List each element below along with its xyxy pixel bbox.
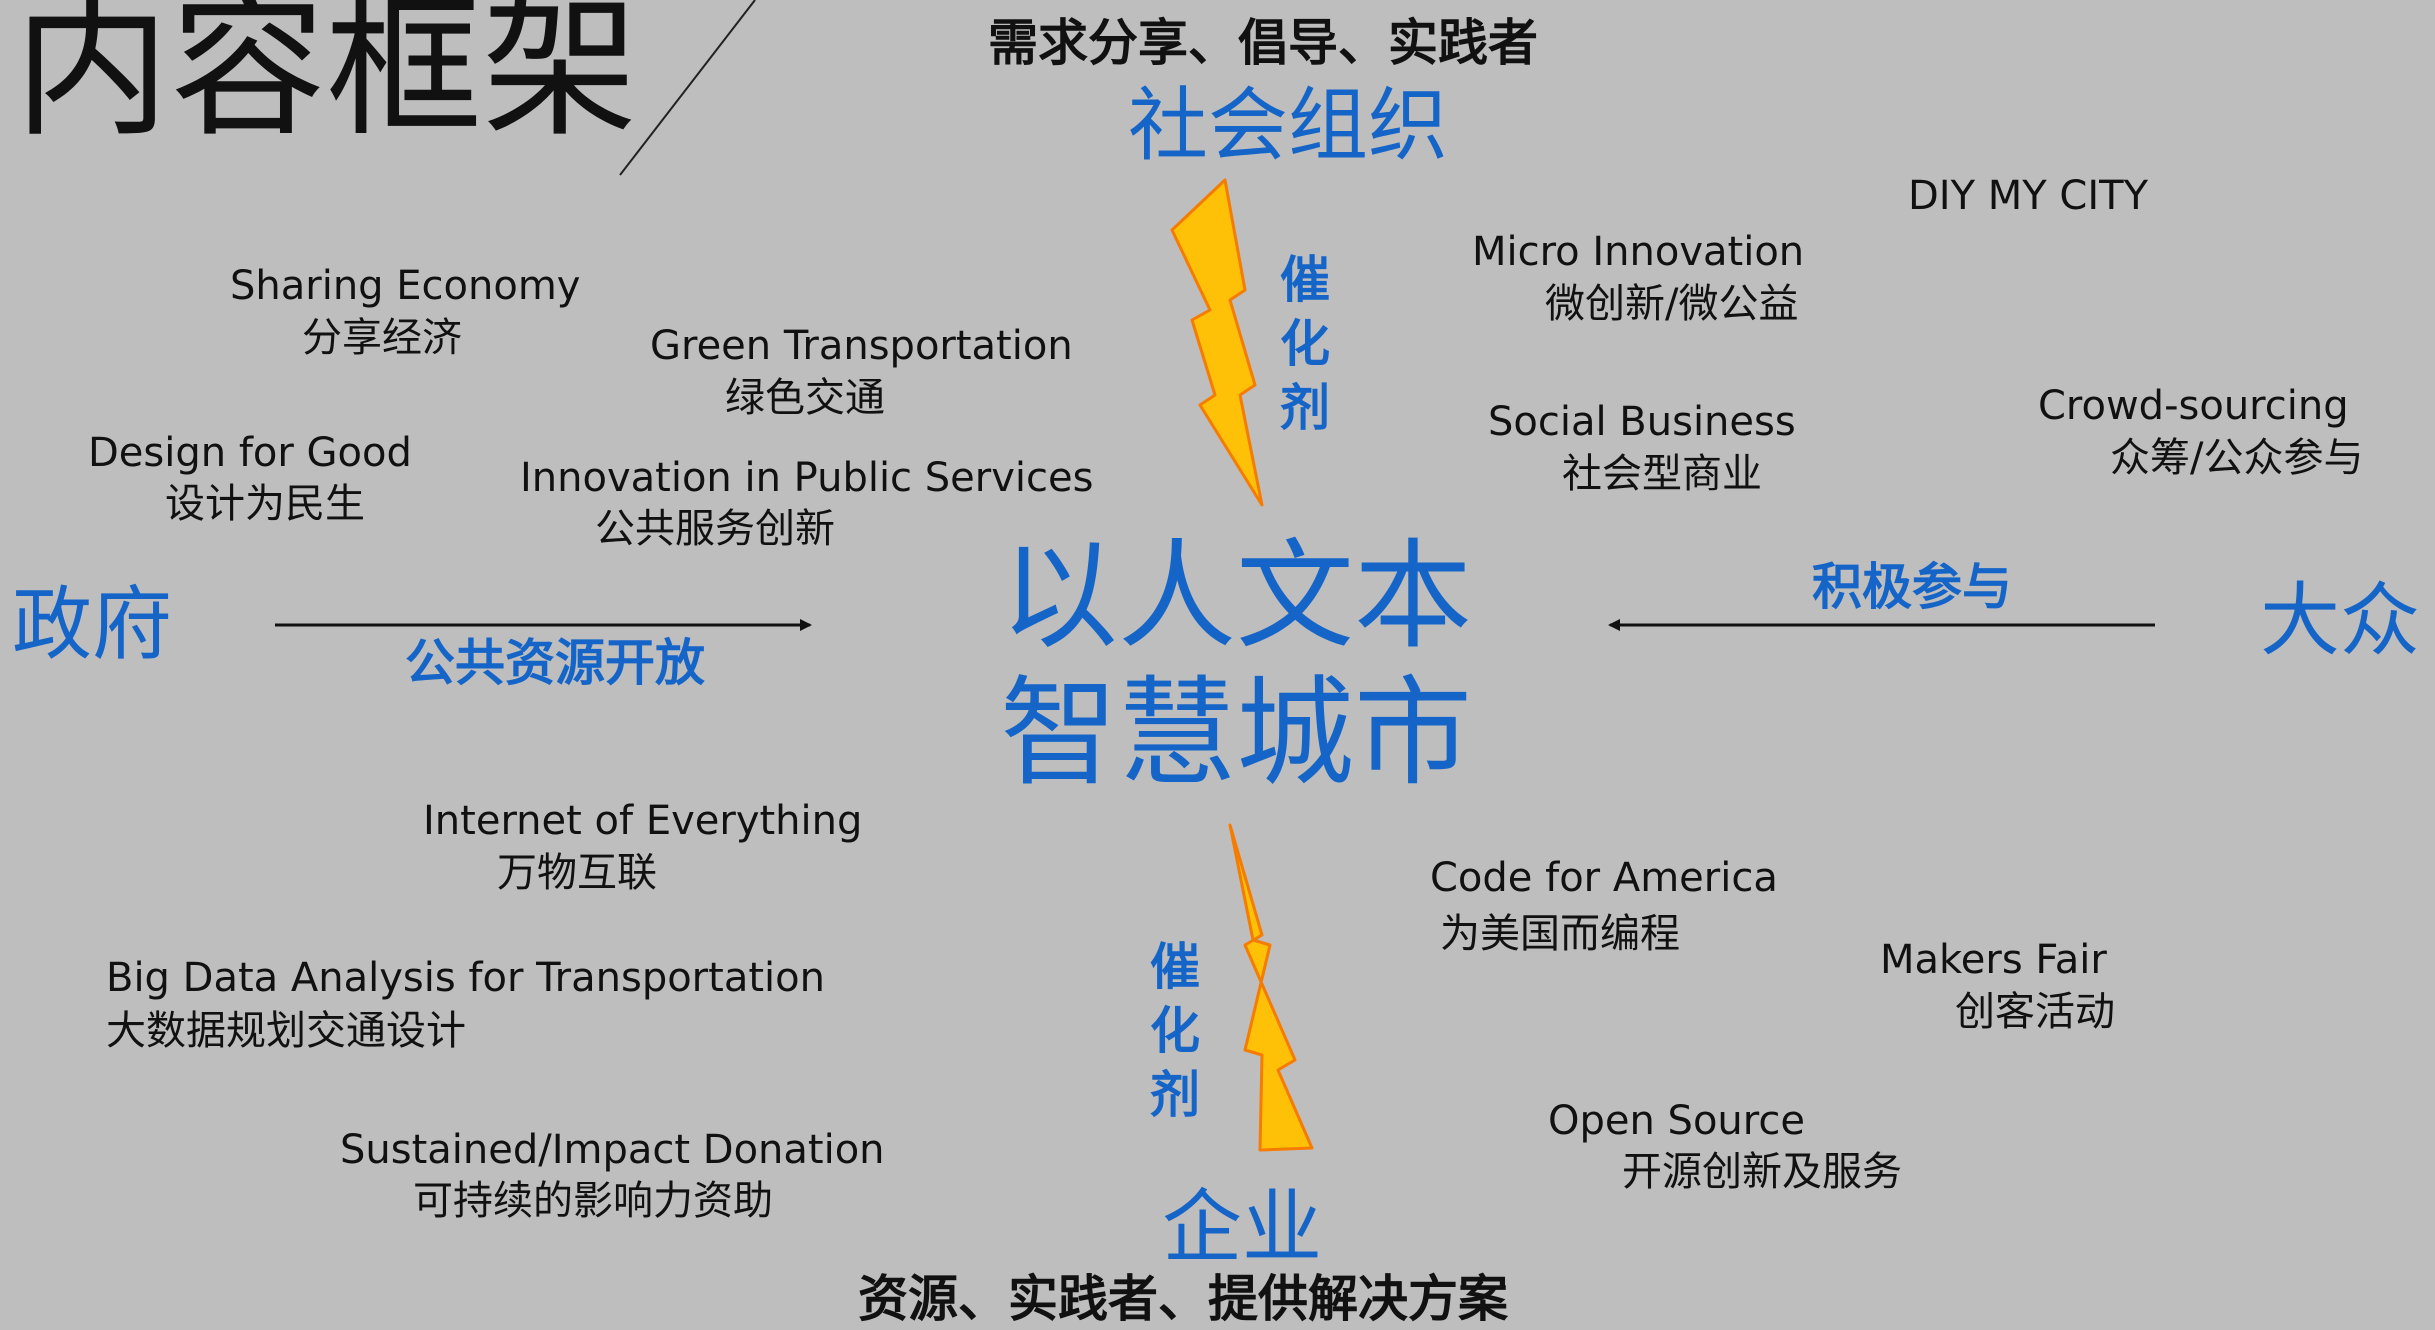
item-makers-fair-zh: 创客活动: [1955, 989, 2115, 1035]
item-crowd-sourcing-en: Crowd-sourcing: [2038, 383, 2349, 429]
item-open-source-en: Open Source: [1548, 1098, 1805, 1144]
item-sharing-economy-zh: 分享经济: [302, 315, 462, 361]
node-enterprise: 企业: [1162, 1181, 1322, 1274]
item-sustained-donation-zh: 可持续的影响力资助: [413, 1178, 773, 1224]
center-title-line2: 智慧城市: [1000, 664, 1473, 802]
item-crowd-sourcing-zh: 众筹/公众参与: [2110, 435, 2364, 481]
item-social-business-en: Social Business: [1488, 399, 1796, 445]
item-social-business-zh: 社会型商业: [1562, 451, 1762, 497]
item-internet-of-everything-zh: 万物互联: [497, 850, 657, 896]
item-micro-innovation-en: Micro Innovation: [1472, 229, 1805, 275]
bottom-subtitle: 资源、实践者、提供解决方案: [858, 1270, 1508, 1328]
page-title: 内容框架: [14, 0, 638, 158]
item-micro-innovation-zh: 微创新/微公益: [1545, 281, 1799, 327]
item-green-transportation-en: Green Transportation: [650, 323, 1073, 369]
item-diy-my-city: DIY MY CITY: [1908, 173, 2148, 219]
top-subtitle: 需求分享、倡导、实践者: [988, 14, 1538, 72]
node-government: 政府: [12, 578, 172, 671]
item-sharing-economy-en: Sharing Economy: [230, 263, 581, 309]
item-code-for-america-en: Code for America: [1430, 855, 1778, 901]
item-public-services-en: Innovation in Public Services: [520, 455, 1094, 501]
item-internet-of-everything-en: Internet of Everything: [423, 798, 863, 844]
item-design-for-good-zh: 设计为民生: [165, 481, 365, 527]
item-sustained-donation-en: Sustained/Impact Donation: [340, 1127, 885, 1173]
item-open-source-zh: 开源创新及服务: [1622, 1149, 1902, 1195]
node-public: 大众: [2260, 574, 2420, 667]
item-green-transportation-zh: 绿色交通: [725, 375, 885, 421]
lightning-bolt-icon: [1170, 178, 1264, 507]
title-divider-line: [619, 0, 756, 176]
item-big-data-zh: 大数据规划交通设计: [106, 1008, 466, 1054]
right-arrow-label: 积极参与: [1812, 558, 2012, 616]
center-title-line1: 以人文本: [1000, 527, 1473, 665]
catalyst-label-top: 催化剂: [1280, 251, 1330, 437]
left-arrow-label: 公共资源开放: [405, 634, 705, 692]
lightning-bolt-icon: [1228, 823, 1314, 1152]
item-code-for-america-zh: 为美国而编程: [1440, 911, 1680, 957]
catalyst-label-bottom: 催化剂: [1150, 938, 1200, 1124]
item-makers-fair-en: Makers Fair: [1880, 937, 2107, 983]
item-public-services-zh: 公共服务创新: [595, 506, 835, 552]
node-social-organization: 社会组织: [1128, 79, 1448, 172]
item-design-for-good-en: Design for Good: [88, 430, 412, 476]
item-big-data-en: Big Data Analysis for Transportation: [106, 955, 825, 1001]
